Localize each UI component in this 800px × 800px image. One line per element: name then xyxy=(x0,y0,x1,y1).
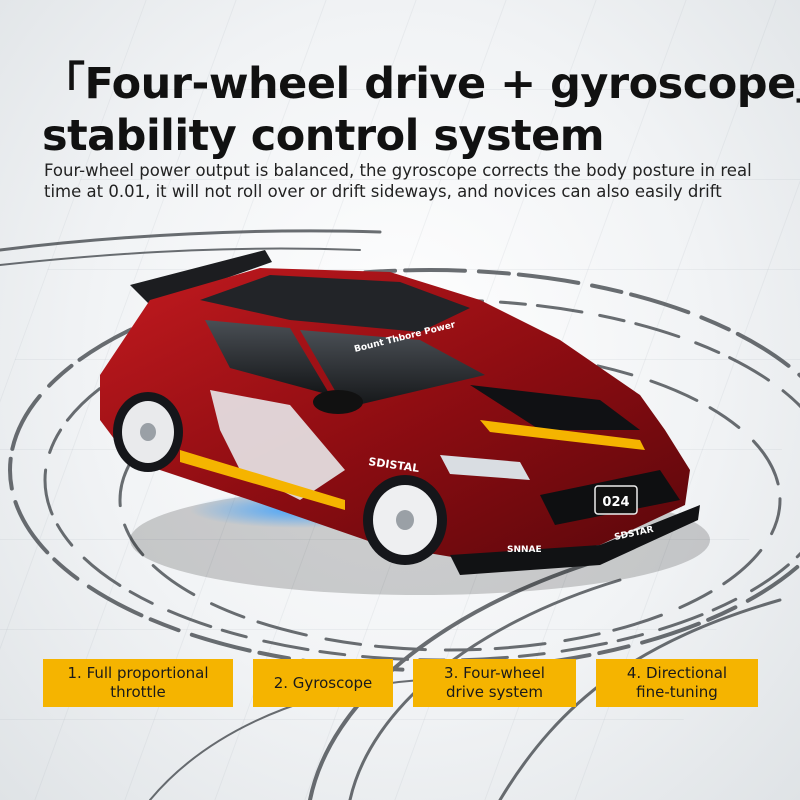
subtitle: Four-wheel power output is balanced, the… xyxy=(44,161,752,201)
bumper-decal-text: SNNAE xyxy=(507,545,542,555)
headline-line-1: 「Four-wheel drive + gyroscope」 xyxy=(42,59,800,109)
feature-4-line-1: 4. Directional xyxy=(626,664,728,682)
rear-wheel xyxy=(113,392,183,472)
front-wheel xyxy=(363,475,447,565)
tire-track-sweep-2 xyxy=(0,247,361,266)
side-graphic xyxy=(210,390,345,500)
rear-spoiler xyxy=(130,250,272,305)
side-yellow-stripe xyxy=(180,450,345,510)
front-splitter xyxy=(450,505,700,575)
side-window xyxy=(205,320,330,395)
feature-3-line-2: drive system xyxy=(446,683,543,701)
feature-3-line-1: 3. Four-wheel xyxy=(444,664,545,682)
headline: 「Four-wheel drive + gyroscope」 stability… xyxy=(42,58,800,162)
feature-list: 1. Full proportional throttle 2. Gyrosco… xyxy=(0,659,800,709)
headline-line-2: stability control system xyxy=(42,111,605,161)
windshield xyxy=(300,330,485,408)
feature-4-line-2: fine-tuning xyxy=(636,683,718,701)
feature-badge-four-wheel-drive: 3. Four-wheel drive system xyxy=(413,659,576,707)
feature-1-line-2: throttle xyxy=(110,683,166,701)
car-roof xyxy=(200,275,470,332)
feature-1-line-1: 1. Full proportional xyxy=(67,664,209,682)
yellow-stripe xyxy=(480,420,645,450)
license-plate xyxy=(594,485,638,515)
plate-number: 024 xyxy=(602,495,629,510)
hood-stripe xyxy=(470,385,640,430)
feature-badge-gyroscope: 2. Gyroscope xyxy=(253,659,393,707)
feature-badge-directional-tuning: 4. Directional fine-tuning xyxy=(596,659,758,707)
headlight xyxy=(440,455,530,480)
feature-badge-throttle: 1. Full proportional throttle xyxy=(43,659,233,707)
tire-track-lower xyxy=(308,558,602,800)
tire-track-sweep xyxy=(0,229,382,252)
side-mirror xyxy=(313,390,363,414)
feature-2-line-1: 2. Gyroscope xyxy=(273,673,373,692)
